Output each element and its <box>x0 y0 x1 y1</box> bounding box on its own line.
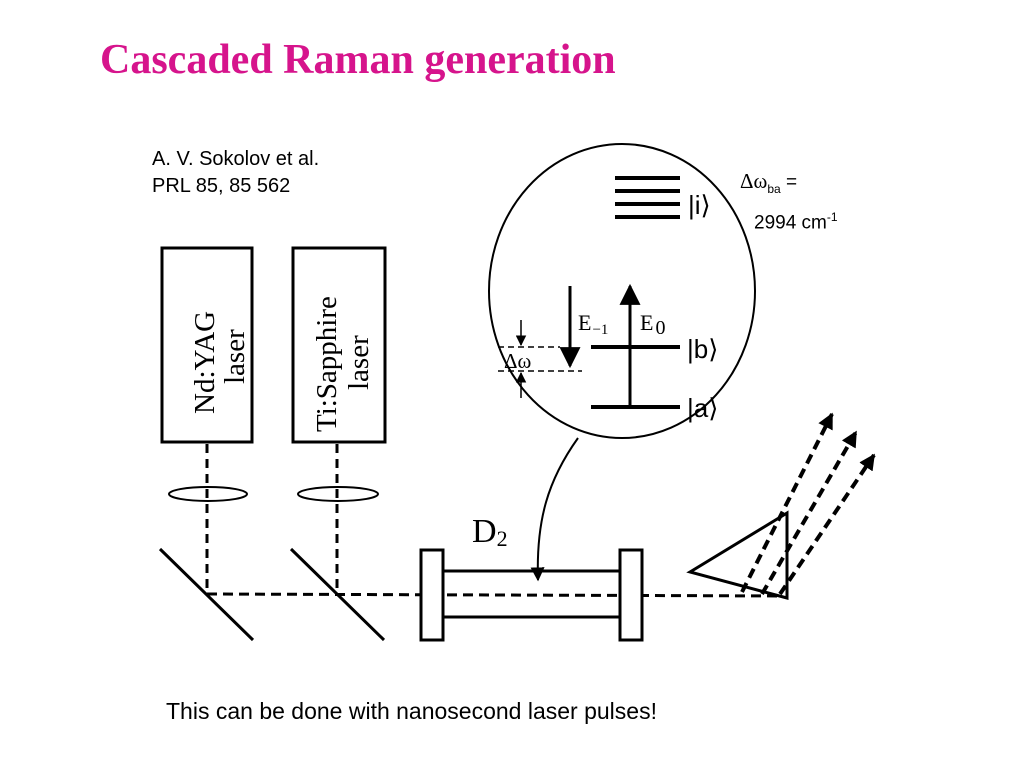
lens-ti-sapphire <box>297 486 379 502</box>
e-minus-one-label: E−1 <box>578 310 608 338</box>
reference: A. V. Sokolov et al. PRL 85, 85 562 <box>152 146 319 200</box>
detuning-label: Δω <box>504 349 531 373</box>
bubble-pointer-arrow <box>530 437 579 582</box>
nd-yag-laser-box <box>160 246 254 444</box>
reference-citation: PRL 85, 85 562 <box>152 175 291 197</box>
state-i-label: |i⟩ <box>688 190 711 220</box>
prism <box>686 510 789 600</box>
lens-nd-yag <box>168 486 248 502</box>
raman-shift-note: Δωba = 2994 cm-1 <box>740 167 838 237</box>
slide-title: Cascaded Raman generation <box>100 37 616 83</box>
beam-horizontal <box>206 592 789 598</box>
nd-yag-label: Nd:YAG <box>189 311 221 414</box>
state-b-label: |b⟩ <box>687 334 718 364</box>
energy-level-bubble <box>488 143 756 439</box>
reference-authors: A. V. Sokolov et al. <box>152 148 320 170</box>
shift-symbol: Δω <box>740 169 768 193</box>
mirror-1 <box>158 547 255 642</box>
output-beams <box>740 412 876 596</box>
state-i-levels <box>615 176 680 219</box>
shift-exponent: -1 <box>826 209 838 224</box>
d2-label: D2 <box>472 513 508 551</box>
ti-sapphire-sub-label: laser <box>343 335 375 390</box>
ti-sapphire-laser-box <box>291 246 387 444</box>
caption: This can be done with nanosecond laser p… <box>166 698 657 724</box>
nd-yag-sub-label: laser <box>219 329 251 384</box>
shift-equals: = <box>785 172 798 193</box>
shift-subscript: ba <box>767 181 781 196</box>
ti-sapphire-label: Ti:Sapphire <box>311 296 343 432</box>
shift-value: 2994 cm <box>754 212 827 234</box>
d2-cell <box>419 548 644 642</box>
state-a-label: |a⟩ <box>687 393 718 423</box>
